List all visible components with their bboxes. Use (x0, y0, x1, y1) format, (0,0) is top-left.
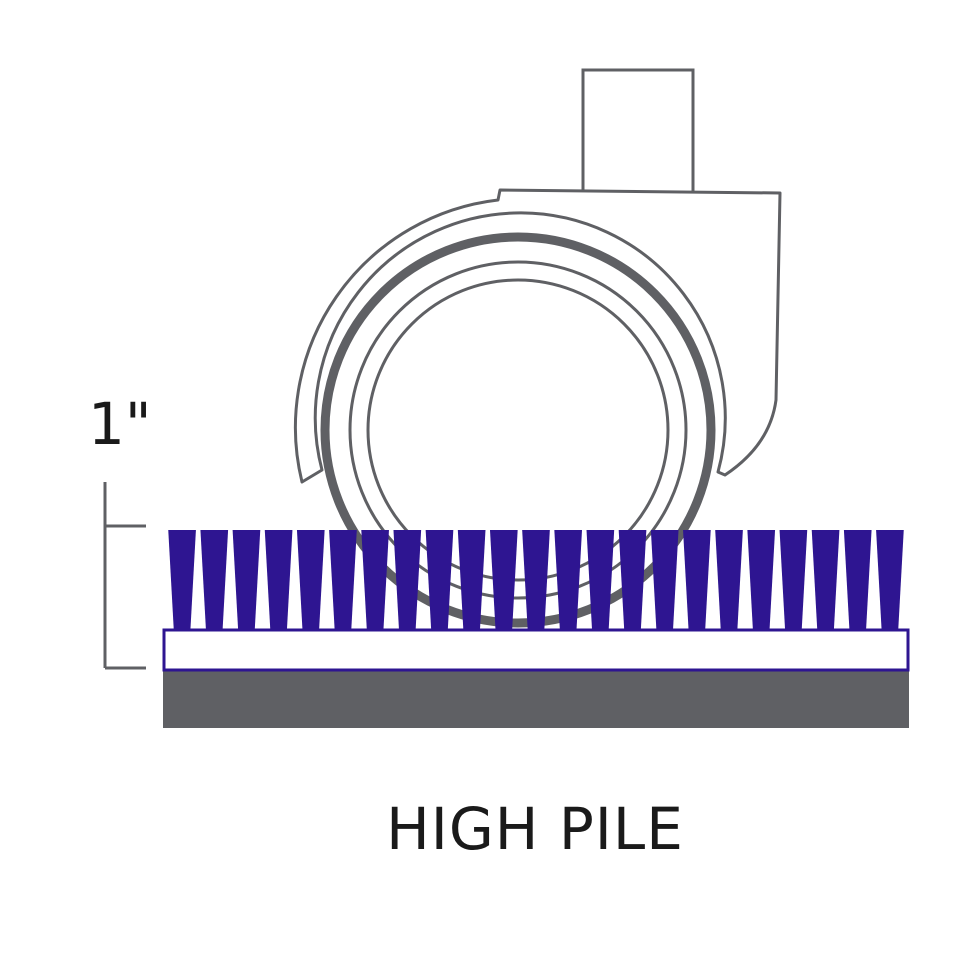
dimension-bracket (103, 482, 146, 670)
pile-bristle (200, 530, 229, 629)
carpet-backing (162, 628, 910, 672)
pile-bristle (264, 530, 293, 629)
dimension-label: 1" (88, 390, 152, 458)
floor-base (163, 670, 909, 728)
pile-bristle (586, 530, 615, 629)
pile-bristle (522, 530, 550, 629)
pile-bristle (747, 530, 776, 629)
pile-bristle (329, 530, 357, 629)
pile-bristle (843, 530, 872, 629)
pile-bristle (811, 530, 840, 629)
pile-bristle (296, 530, 325, 629)
caster-wheel-hub (366, 278, 670, 582)
pile-bristle (715, 530, 743, 629)
pile-bristle (425, 530, 454, 629)
pile-bristle (618, 530, 647, 629)
pile-bristle (876, 530, 904, 629)
pile-bristle (457, 530, 486, 629)
caster-stem (581, 68, 695, 197)
pile-bristle (361, 530, 389, 629)
pile-bristle (393, 530, 422, 629)
pile-bristle (489, 530, 518, 629)
caster-wheel-ring (348, 260, 688, 600)
diagram-caption: HIGH PILE (386, 795, 684, 863)
caster-wheel-outer (320, 232, 716, 628)
caster-hood (293, 188, 782, 484)
pile-bristle (168, 530, 196, 629)
carpet-pile (168, 530, 904, 629)
pile-bristle (779, 530, 808, 629)
pile-bristle (683, 530, 711, 629)
pile-bristle (554, 530, 583, 629)
pile-bristle (650, 530, 679, 629)
pile-bristle (232, 530, 261, 629)
